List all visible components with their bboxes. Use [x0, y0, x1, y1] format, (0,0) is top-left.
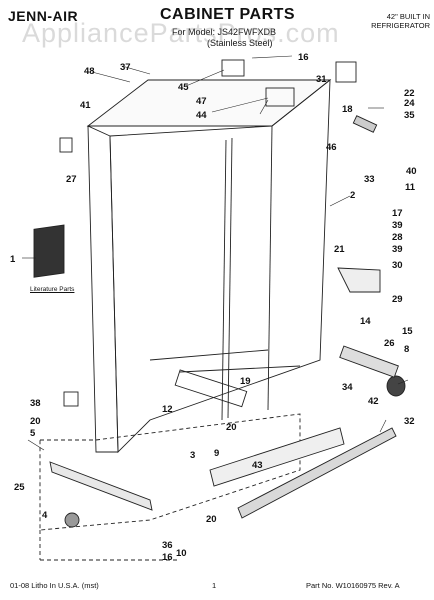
finish-line: (Stainless Steel) [207, 38, 273, 48]
callout-39b: 39 [392, 244, 403, 255]
callout-5: 5 [30, 428, 36, 439]
hinge-cam [386, 375, 406, 397]
callout-28: 28 [392, 232, 403, 243]
callout-32: 32 [404, 416, 415, 427]
callout-19: 19 [240, 376, 251, 387]
callout-47: 47 [196, 96, 207, 107]
cabinet-divider-2 [227, 137, 233, 419]
callout-labels: 1 2 3 4 5 8 9 10 11 12 14 15 16 16 17 18… [10, 52, 417, 563]
callout-39a: 39 [392, 220, 403, 231]
callout-26: 26 [384, 338, 395, 349]
callout-15: 15 [402, 326, 413, 337]
model-line: For Model: JS42FWFXDB [172, 27, 277, 37]
callout-42: 42 [368, 396, 379, 407]
spec-line-1: 42" BUILT IN [386, 12, 430, 21]
callout-35: 35 [404, 110, 415, 121]
callout-3: 3 [190, 450, 195, 461]
callout-8: 8 [404, 344, 409, 355]
roller-assembly [174, 369, 248, 408]
vent-grille [209, 427, 345, 487]
top-bracket-45 [221, 59, 245, 77]
callout-20c: 20 [206, 514, 217, 525]
callout-1: 1 [10, 254, 16, 265]
callout-21: 21 [334, 244, 345, 255]
literature-parts-label: Literature Parts [30, 286, 75, 293]
watermark: AppliancePartsPros.com [22, 18, 340, 48]
callout-22: 22 [404, 88, 415, 99]
callout-31: 31 [316, 74, 327, 85]
leader-lines [22, 55, 409, 451]
callout-25: 25 [14, 482, 25, 493]
callout-33: 33 [364, 174, 375, 185]
callout-36: 36 [162, 540, 173, 551]
base-rail [49, 461, 153, 511]
cabinet-divider [221, 139, 227, 421]
callout-11: 11 [405, 182, 416, 193]
footer-left: 01-08 Litho In U.S.A. (mst) [10, 581, 99, 590]
callout-4: 4 [42, 510, 48, 521]
cabinet-right-edge [267, 125, 273, 411]
callout-44: 44 [196, 110, 207, 121]
callout-43: 43 [252, 460, 263, 471]
callout-20a: 20 [30, 416, 41, 427]
callout-18: 18 [342, 104, 353, 115]
top-hinge-bracket [335, 61, 357, 83]
spec-line-2: REFRIGERATOR [371, 21, 430, 30]
brand-logo: JENN-AIR [8, 8, 79, 24]
callout-41: 41 [80, 100, 91, 111]
toe-grille [237, 427, 397, 519]
callout-27: 27 [66, 174, 77, 185]
callout-20b: 20 [226, 422, 237, 433]
cabinet-inner-floor-2 [179, 365, 301, 373]
callout-16b: 16 [162, 552, 173, 563]
hinge-spring [352, 115, 378, 133]
page-title: CABINET PARTS [160, 6, 296, 23]
callout-46: 46 [326, 142, 337, 153]
callout-34: 34 [342, 382, 353, 393]
callout-38: 38 [30, 398, 41, 409]
spec-block: 42" BUILT IN REFRIGERATOR [360, 12, 430, 30]
callout-2: 2 [350, 190, 355, 201]
callout-45: 45 [178, 82, 189, 93]
lower-hinge-bracket [337, 267, 381, 293]
base-dashed-outline [39, 413, 301, 531]
footer-page-number: 1 [212, 581, 217, 590]
callout-16a: 16 [298, 52, 309, 63]
callout-29: 29 [392, 294, 403, 305]
callout-12: 12 [162, 404, 173, 415]
callout-30: 30 [392, 260, 403, 271]
callout-37: 37 [120, 62, 131, 73]
top-bracket-47 [265, 87, 295, 107]
callout-9: 9 [214, 448, 219, 459]
callout-40: 40 [406, 166, 417, 177]
literature-booklet [33, 224, 65, 278]
callout-24: 24 [404, 98, 415, 109]
hinge-pin [339, 345, 399, 378]
side-bracket [63, 391, 79, 407]
cabinet-back [109, 79, 331, 454]
callout-17: 17 [392, 208, 403, 219]
footer-part-number: Part No. W10160975 Rev. A [306, 581, 400, 590]
leveling-foot [64, 512, 80, 528]
left-hinge-tab [59, 137, 73, 153]
callout-48: 48 [84, 66, 95, 77]
cabinet-inner-floor [149, 349, 269, 361]
callout-10: 10 [176, 548, 187, 559]
callout-14: 14 [360, 316, 371, 327]
